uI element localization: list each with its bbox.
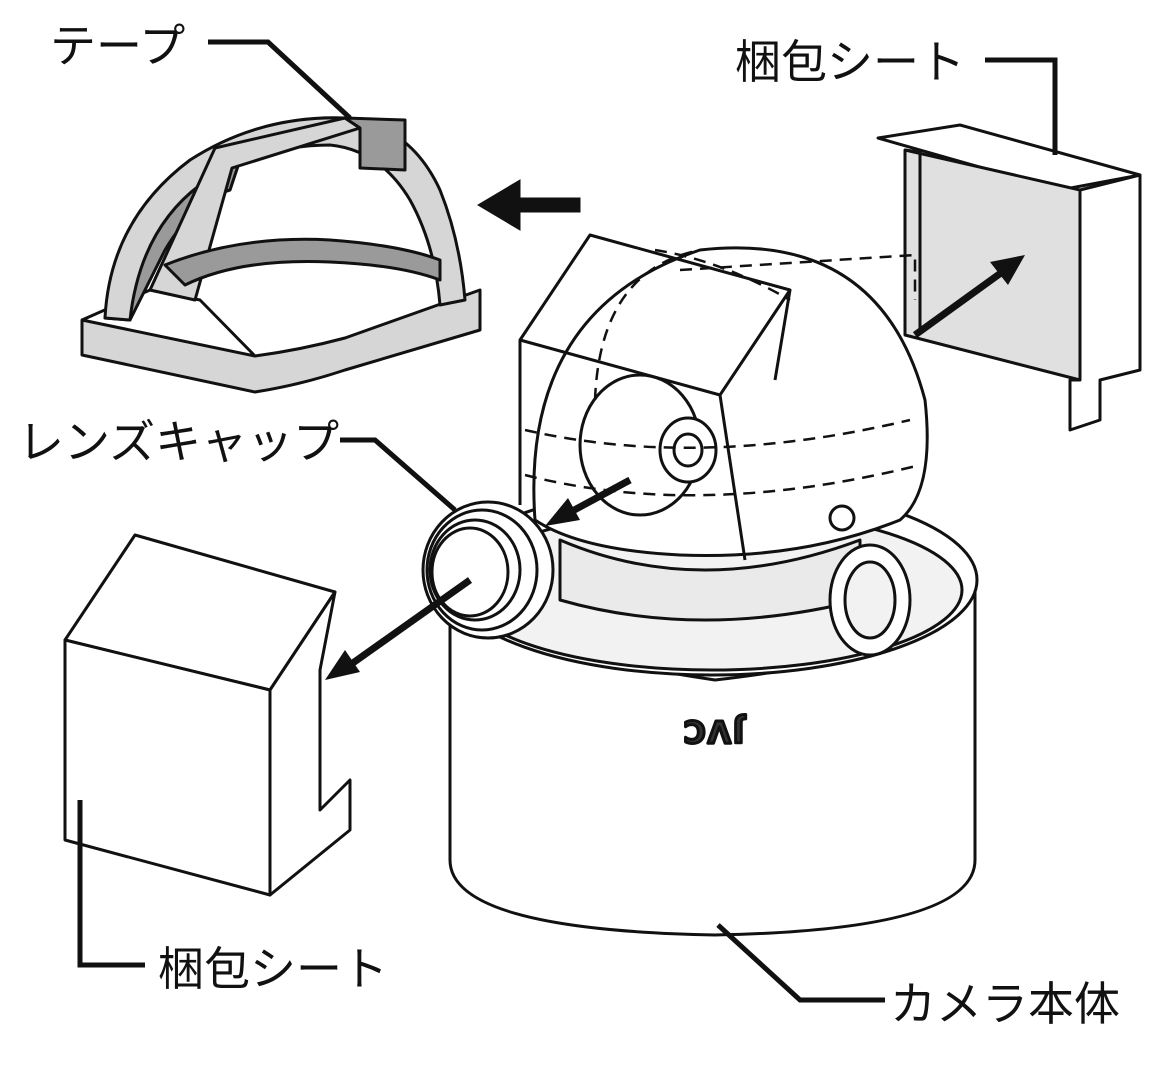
leader-lines (77, 39, 1058, 1003)
leader-packing-sheet-bottom (77, 800, 145, 968)
label-lens-cap: レンズキャップ (18, 415, 339, 469)
arrow-sheet-top-removal (912, 255, 1025, 338)
label-packing-sheet-top: 梱包シート (735, 35, 965, 89)
label-camera-body: カメラ本体 (890, 977, 1120, 1031)
label-packing-sheet-bottom: 梱包シート (158, 942, 388, 996)
logo-text: JVC (682, 713, 746, 748)
tape-illustration (80, 116, 482, 394)
leader-packing-sheet-top (985, 57, 1058, 155)
leader-lens-cap (340, 437, 457, 512)
arrow-lens-cap-removal (545, 476, 632, 526)
packing-sheet-bottom-illustration (63, 533, 352, 897)
leader-tape (208, 39, 352, 120)
arrows (325, 179, 1025, 680)
camera-body-illustration: JVC (445, 233, 979, 937)
arrow-tape-removal (477, 179, 581, 231)
leader-camera-body (716, 923, 885, 1003)
label-tape: テープ (50, 19, 185, 73)
lens-cap-illustration (421, 500, 555, 640)
arrow-sheet-bottom-removal (325, 577, 473, 680)
